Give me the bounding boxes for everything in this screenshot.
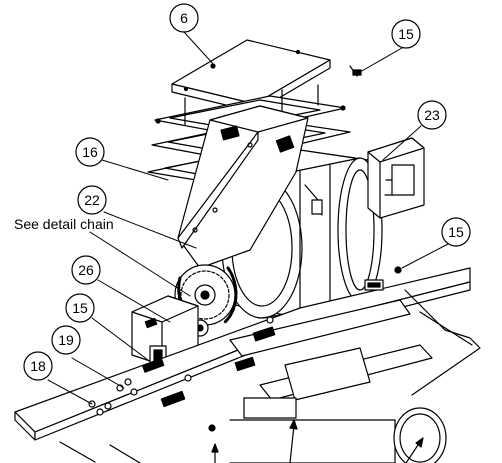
svg-text:26: 26 bbox=[78, 262, 94, 278]
callout-18: 18 bbox=[23, 351, 53, 381]
svg-text:18: 18 bbox=[30, 358, 46, 374]
callout-15-right: 15 bbox=[441, 217, 471, 247]
leader-lines bbox=[47, 31, 449, 405]
svg-text:16: 16 bbox=[82, 144, 98, 160]
gear-motor bbox=[367, 137, 425, 219]
outlet-pipe bbox=[229, 397, 447, 463]
callout-26: 26 bbox=[71, 255, 101, 285]
callout-23: 23 bbox=[417, 100, 447, 130]
callout-22: 22 bbox=[77, 185, 107, 215]
svg-text:22: 22 bbox=[84, 192, 100, 208]
svg-text:23: 23 bbox=[424, 107, 440, 123]
svg-text:6: 6 bbox=[180, 10, 188, 26]
see-detail-chain-note: See detail chain bbox=[14, 216, 114, 232]
callout-19: 19 bbox=[51, 325, 81, 355]
svg-text:15: 15 bbox=[398, 26, 414, 42]
bottom-arrows bbox=[211, 419, 424, 463]
chain-guard bbox=[177, 105, 323, 269]
top-studs bbox=[184, 65, 362, 126]
svg-text:15: 15 bbox=[448, 224, 464, 240]
callout-16: 16 bbox=[75, 137, 105, 167]
base-frame bbox=[14, 266, 481, 463]
callout-6: 6 bbox=[169, 3, 199, 33]
svg-text:19: 19 bbox=[58, 332, 74, 348]
callout-15-left: 15 bbox=[65, 293, 95, 323]
callout-15-top: 15 bbox=[391, 19, 421, 49]
svg-text:15: 15 bbox=[72, 300, 88, 316]
